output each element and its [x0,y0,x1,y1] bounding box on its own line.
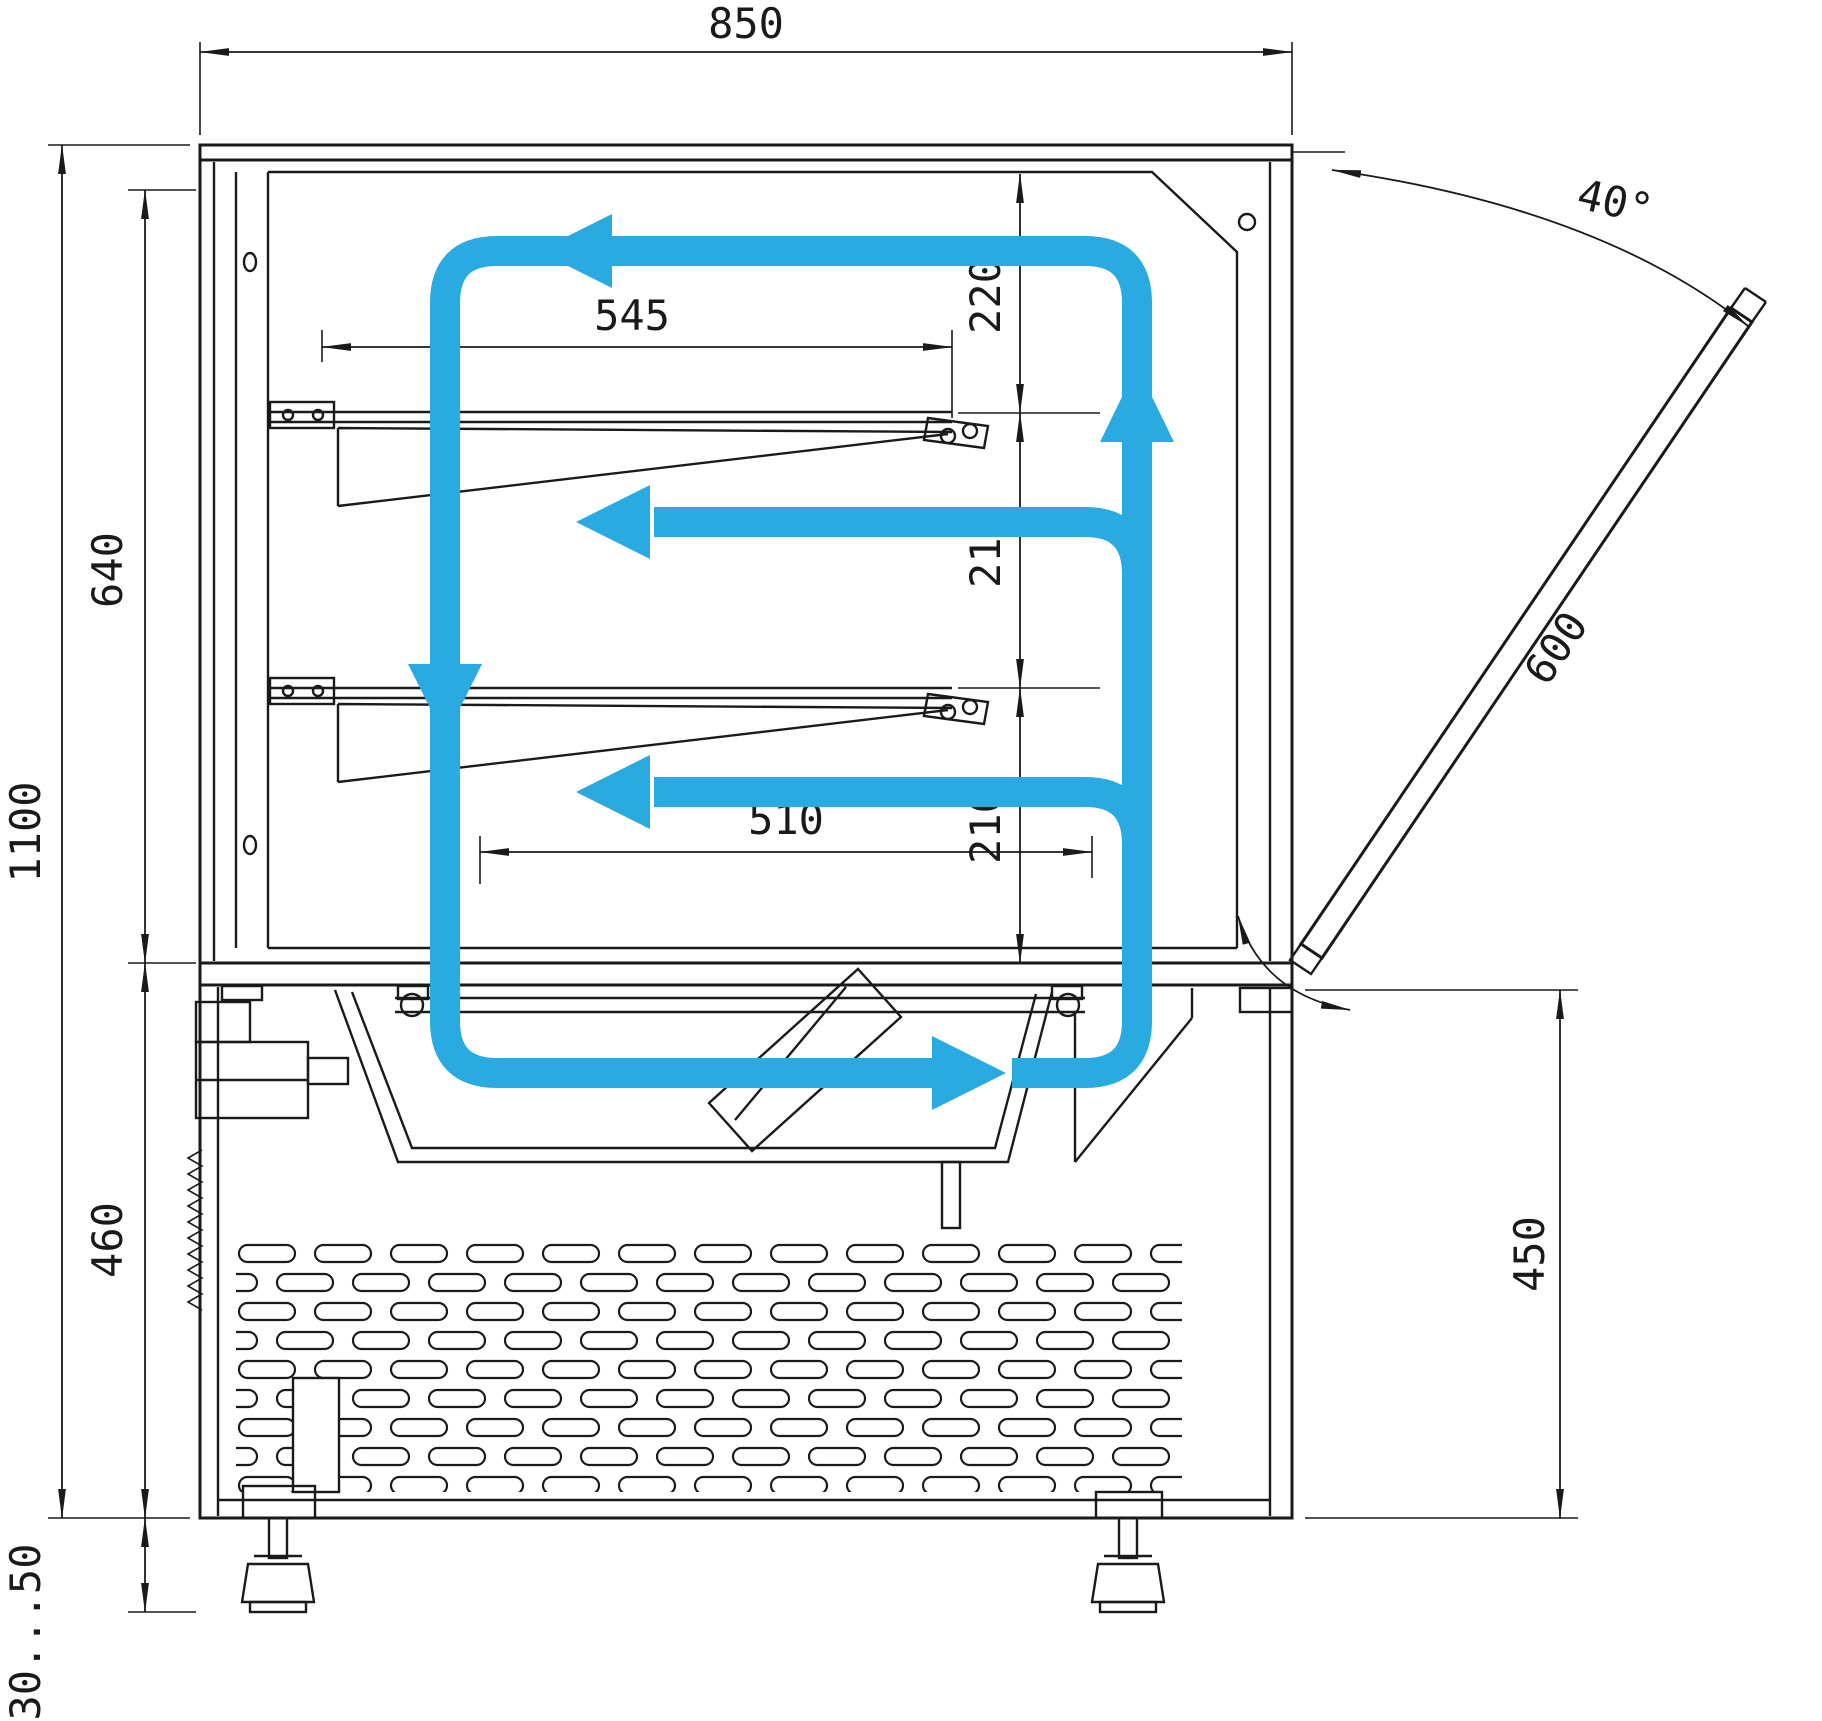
extension-line [479,836,1093,884]
upper-shelf [268,400,990,508]
upper-shelf-surface [268,410,952,424]
arrow-right-icon [932,1036,1006,1110]
clamp-roller-icon [961,698,979,716]
extension-line [128,189,196,964]
basin-support [940,1160,962,1230]
angle-arc [1331,169,1749,327]
airflow-branch-upper [654,507,1152,662]
panel-holes [242,212,1257,856]
hinge-pin-icon [1237,212,1257,232]
arrow-down-icon [408,664,482,738]
foot-pad [240,1562,316,1604]
mount-screw-icon [281,684,295,698]
deck-surface [395,996,1085,1014]
fitting-block [220,984,264,1002]
extension-line [48,144,190,1519]
clamp-roller-icon [961,422,979,440]
screw-hole-icon [242,251,258,273]
rear-door-open [1288,151,1767,976]
door-bottom-cap [1288,942,1324,976]
foot-bracket [1094,1490,1164,1520]
foot-pad [1090,1562,1166,1604]
adjustable-foot-right [1090,1490,1166,1614]
lower-shelf-surface [268,686,952,700]
dimension-feet-adjust: 30...50 [1,1517,196,1721]
dimension-display-height: 640 [83,189,196,964]
compressor-block [194,1000,252,1044]
foot-base [248,1600,308,1614]
dim-door-length-label: 600 [1514,603,1597,693]
adjustable-foot-left [240,1484,317,1614]
dim-base-height-label: 460 [83,1202,132,1278]
extension-line [199,42,1293,135]
dimension-base-height: 460 [83,962,149,1519]
dimension-overall-height: 1100 [1,144,190,1519]
extension-line [321,330,953,418]
dimension-gap-top: 220 [958,173,1100,414]
foot-stem [267,1516,289,1560]
dimension-overall-width: 850 [199,0,1293,135]
dim-overall-height-label: 1100 [1,781,50,882]
dimension-shelf-upper-length: 545 [321,291,953,418]
mount-screw-icon [311,684,325,698]
arrow-left-icon [576,755,650,829]
arrow-left-icon [576,485,650,559]
door-swing-arc [1237,915,1351,1011]
dim-shelf-upper-length-label: 545 [594,291,670,340]
lower-shelf-wall-mount [268,676,336,706]
grille-slots [236,1240,1182,1492]
condenser-fins [186,1149,204,1311]
dimension-rear-height: 450 [1305,989,1578,1519]
evaporator-basin [333,967,1194,1230]
dim-feet-adjust-label: 30...50 [1,1543,50,1720]
latch-plate [291,1376,341,1494]
dim-door-angle-label: 40° [1573,169,1658,234]
deck-mount [396,984,430,1001]
deck-roller-icon [1055,992,1081,1018]
dimension-gap-bottom: 210 [961,687,1024,964]
upper-shelf-wall-mount [268,400,336,430]
screw-hole-icon [242,834,258,856]
door-slab [1298,305,1755,961]
cabinet-inner-walls [212,162,1272,1516]
mount-screw-icon [281,408,295,422]
airflow-main-loop [430,236,1152,1088]
cabinet-outline [198,143,1294,1520]
arrow-left-icon [538,214,612,288]
airflow-branch-lower [654,777,1152,932]
arrow-up-icon [1100,366,1174,442]
airflow-arrowheads [408,214,1174,1110]
dimension-gap-mid: 210 [958,412,1100,689]
bottom-deck [395,984,1085,1018]
cabinet-outer-walls [198,143,1294,1520]
foot-stem [1117,1516,1139,1560]
dim-overall-width-label: 850 [708,0,784,48]
valve-block [306,1056,350,1086]
dim-gap-top-label: 220 [961,258,1010,334]
foot-base [1098,1600,1158,1614]
ventilation-grille [236,1240,1182,1494]
dim-rear-height-label: 450 [1505,1216,1554,1292]
mount-screw-icon [311,408,325,422]
dim-display-height-label: 640 [83,532,132,608]
dimension-door-angle: 40° [1331,169,1749,327]
airflow [408,214,1174,1110]
air-duct-inner-line [734,986,847,1121]
deck-roller-icon [399,992,425,1018]
control-box [1238,986,1294,1014]
